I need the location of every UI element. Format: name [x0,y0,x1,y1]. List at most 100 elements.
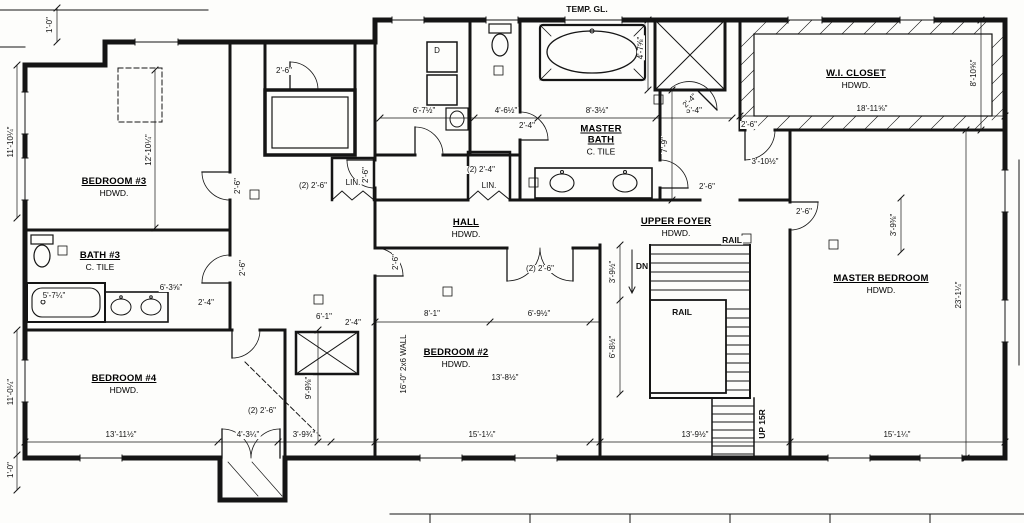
dim: 23'-1¼" [954,280,963,310]
dim: (2) 2'-6" [298,181,328,190]
dim: 4'-6½" [493,106,519,115]
dim: 2'-6" [233,177,242,195]
room-label-master-bath: MASTER BATH C. TILE [576,124,626,157]
dim: 11'-0¼" [6,377,15,407]
chase-closet [294,330,360,376]
room-floor: HDWD. [841,80,871,90]
dim: 2'-6" [275,66,293,75]
dim: 9'-9⅜" [304,375,313,401]
dim: 4'-3¼" [235,430,261,439]
dim: 3'-9¾" [291,430,317,439]
room-label-bath-3: BATH #3 C. TILE [80,250,120,272]
room-floor: HDWD. [451,229,481,239]
dim: 6'-8½" [608,334,617,360]
room-floor: HDWD. [99,188,129,198]
dimension-lines [16,7,1006,491]
stairs-up-label: UP 15R [756,408,767,440]
bearing-wall-note: 16'-0" 2x6 WALL [399,333,408,395]
room-floor: HDWD. [441,359,471,369]
temp-glass-note: TEMP. GL. [565,3,609,14]
rail-label-top: RAIL [721,234,743,245]
tub-bath3 [26,282,106,323]
dim: 6'-3⅝" [158,283,184,292]
dim: 1'-0" [6,461,15,479]
dim: 11'-10¼" [6,125,15,159]
room-name: BEDROOM #2 [423,347,489,358]
dim: 4'-7⅝" [636,35,645,61]
dim: 1'-0" [45,16,54,34]
dim: 2'-4" [344,318,362,327]
room-floor: HDWD. [661,228,691,238]
laundry-sink [445,107,469,131]
room-floor: C. TILE [85,262,115,272]
dashed-lines [117,67,321,497]
room-label-upper-foyer: UPPER FOYER HDWD. [641,216,711,238]
border-lines [0,9,1024,523]
dim: 2'-4" [518,121,536,130]
master-vanity [534,167,653,199]
windows [21,16,1009,462]
dim: 2'-6" [391,253,400,271]
room-label-bedroom-2: BEDROOM #2 HDWD. [424,347,489,369]
down-arrow [628,249,636,295]
dim: 2'-4" [197,298,215,307]
room-name: W.I. CLOSET [826,68,886,79]
room-name: MASTER BATH [580,123,622,146]
dryer-label: D [433,46,441,55]
dim: 2'-6" [795,207,813,216]
dim: (2) 2'-4" [466,165,496,174]
room-name: BEDROOM #3 [81,176,147,187]
dim: 6'-7½" [411,106,437,115]
spa-tub [538,23,647,82]
room-name: UPPER FOYER [640,216,712,227]
room-name: MASTER BEDROOM [833,273,929,284]
dim: 18'-11⅝" [855,104,889,113]
linen-closet-label-2: LIN. [480,181,498,190]
room-floor: HDWD. [866,285,896,295]
dim: 8'-3½" [584,106,610,115]
dim: 15'-1¼" [882,430,912,439]
room-floor: C. TILE [586,146,616,157]
fixtures [26,18,727,323]
dim: 13'-11½" [104,430,138,439]
room-name: BEDROOM #4 [91,373,157,384]
interior-walls [23,18,1007,460]
dim: 7'-9" [660,136,669,154]
room-label-master-bedroom: MASTER BEDROOM HDWD. [833,273,928,295]
vanity-bath3 [104,291,169,323]
dim: 2'-6" [698,182,716,191]
dim: 13'-9½" [680,430,710,439]
washer-dryer [426,41,458,106]
dim: 12'-10¼" [144,133,153,167]
dim: 2'-6" [740,120,758,129]
exterior-walls [22,17,1008,503]
room-label-hall: HALL HDWD. [452,217,481,239]
room-label-bedroom-4: BEDROOM #4 HDWD. [92,373,157,395]
dimension-ticks [13,4,1009,494]
dim: 5'-4" [685,106,703,115]
room-name: HALL [452,217,480,228]
dim: 13'-8½" [490,373,520,382]
dim: (2) 2'-6" [525,264,555,273]
toilet-bath3 [30,234,54,268]
dim: 8'-1" [423,309,441,318]
dim: 3'-10½" [750,157,780,166]
rail-label-well: RAIL [671,306,693,317]
shower [653,18,727,92]
linen-closets [330,150,512,202]
dim: 3'-9½" [608,259,617,285]
room-label-wi-closet: W.I. CLOSET HDWD. [826,68,886,90]
linen-closet-label-1: LIN. [344,178,362,187]
dim: 3'-9⅜" [889,212,898,238]
dim: 6'-1" [315,312,333,321]
keynote-tags [57,65,839,305]
stairs-down-label: DN [634,260,650,271]
dim: 8'-10⅝" [969,58,978,88]
staircase [628,244,755,459]
dim: (2) 2'-6" [247,406,277,415]
dim: 6'-9½" [526,309,552,318]
dim: 15'-1¼" [467,430,497,439]
dim: 2'-6" [238,259,247,277]
room-label-bedroom-3: BEDROOM #3 HDWD. [82,176,147,198]
